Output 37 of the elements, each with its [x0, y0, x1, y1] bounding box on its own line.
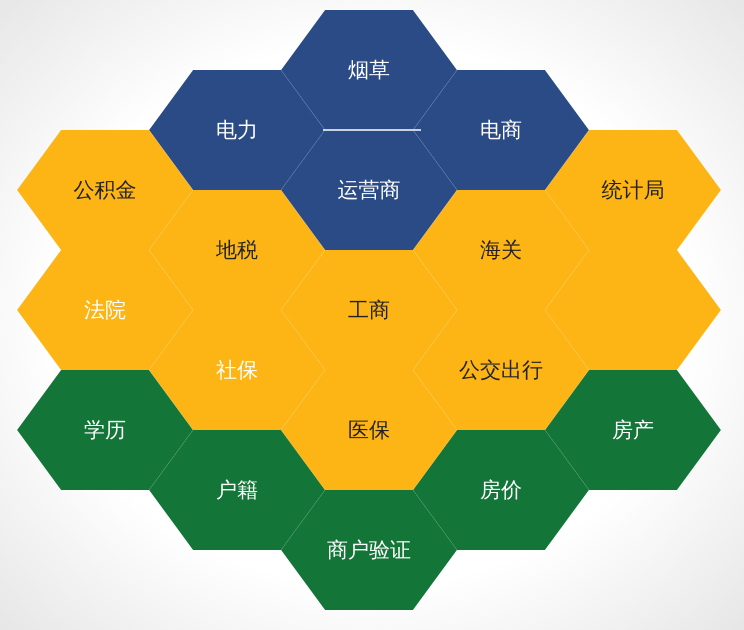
tile-label: 海关 [479, 237, 523, 264]
tile-label: 公积金 [72, 177, 138, 204]
tile-label: 户籍 [215, 477, 259, 504]
hexagon-tile [281, 10, 457, 130]
tile-label: 学历 [83, 417, 127, 444]
tile-label: 房价 [479, 477, 523, 504]
tile-label: 工商 [347, 297, 391, 324]
hexagon-tile [149, 190, 325, 310]
hexagon-tile [17, 250, 193, 370]
tile-label: 地税 [215, 237, 259, 264]
tile-label: 公交出行 [458, 357, 544, 384]
hexagon-tile [281, 250, 457, 370]
tile-label: 房产 [611, 417, 655, 444]
hexagon-tile [545, 130, 721, 250]
hexagon-tile [17, 130, 193, 250]
hexagon-tile [281, 370, 457, 490]
hexagon-tile [149, 70, 325, 190]
tile-label: 电力 [215, 117, 259, 144]
hexagon-tile [149, 310, 325, 430]
hexagon-tile [149, 430, 325, 550]
tile-label: 运营商 [336, 177, 402, 204]
tile-label: 法院 [83, 297, 127, 324]
hexagon-tile [413, 310, 589, 430]
tile-label: 社保 [215, 357, 259, 384]
hexagon-tile [413, 430, 589, 550]
tile-label: 烟草 [347, 57, 391, 84]
tile-label: 电商 [479, 117, 523, 144]
hexagon-tile [413, 70, 589, 190]
tile-label: 商户验证 [326, 537, 412, 564]
hexagon-tile [545, 370, 721, 490]
tile-label: 医保 [347, 417, 391, 444]
hexagon-tile [17, 370, 193, 490]
hexagon-tile [281, 130, 457, 250]
hexagon-tile [545, 250, 721, 370]
hexagon-tile [413, 190, 589, 310]
tile-label: 统计局 [600, 177, 666, 204]
hexagon-tile [281, 490, 457, 610]
